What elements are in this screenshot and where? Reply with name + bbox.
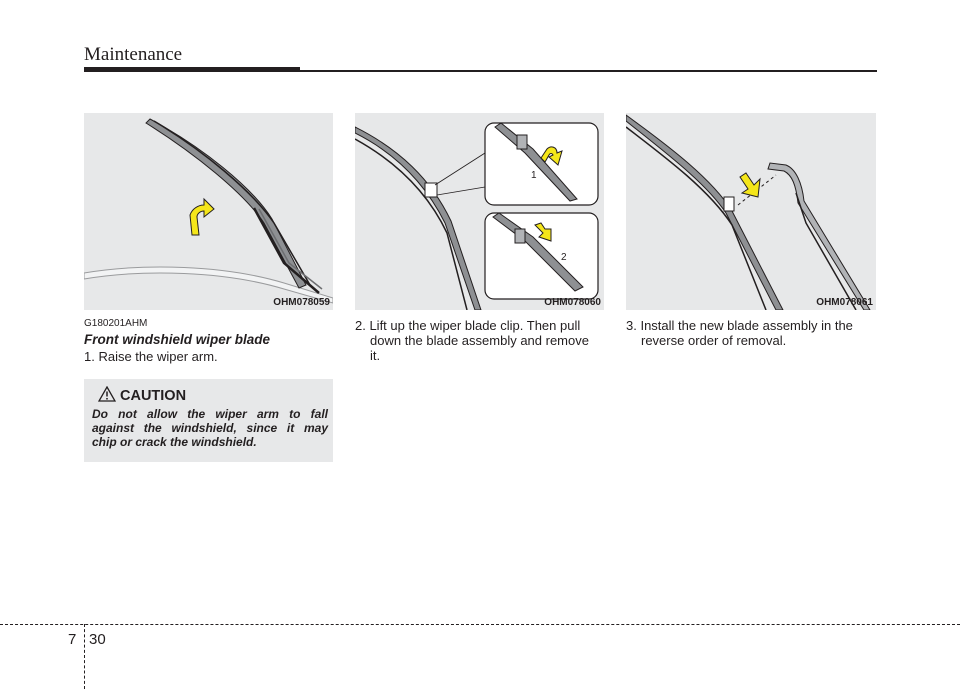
- install-arrow-icon: [739, 172, 761, 198]
- header-bar: [84, 67, 300, 72]
- step-3-line-2: reverse order of removal.: [641, 333, 787, 348]
- step-3-line-1: 3. Install the new blade assembly in the: [626, 318, 853, 333]
- figure-install-blade: OHM078061: [626, 113, 876, 310]
- callout-2: 2: [561, 252, 567, 263]
- caution-line-2: against the windshield, since it may: [92, 421, 328, 435]
- section-code: G180201AHM: [84, 318, 148, 329]
- step-2-line-2: down the blade assembly and remove: [370, 333, 589, 348]
- caution-line-1: Do not allow the wiper arm to fall: [92, 407, 328, 421]
- figure-code: OHM078059: [273, 297, 330, 308]
- blade-install-illustration: [626, 114, 871, 310]
- figure-raise-wiper-arm: OHM078059: [84, 113, 333, 310]
- step-2: 2. Lift up the wiper blade clip. Then pu…: [355, 318, 604, 363]
- wiper-arm-raised-illustration: [84, 118, 333, 304]
- warning-triangle-icon: [98, 386, 116, 402]
- chapter-number: 7: [68, 631, 77, 648]
- raise-arrow-icon: [189, 197, 215, 236]
- step-3: 3. Install the new blade assembly in the…: [626, 318, 876, 348]
- step-2-line-3: it.: [370, 348, 381, 363]
- figure-remove-blade: 1 2 OHM078060: [355, 113, 604, 310]
- caution-text: Do not allow the wiper arm to fall again…: [92, 407, 328, 449]
- step-1-text: 1. Raise the wiper arm.: [84, 349, 218, 364]
- step-1: 1. Raise the wiper arm.: [84, 349, 218, 364]
- header-rule: [300, 70, 877, 72]
- caution-heading: CAUTION: [120, 388, 187, 404]
- footer-divider: [84, 624, 85, 689]
- header-title: Maintenance: [84, 44, 183, 65]
- caution-box: CAUTION Do not allow the wiper arm to fa…: [84, 379, 333, 462]
- blade-clip-illustration: [355, 122, 599, 310]
- figure-code: OHM078060: [544, 297, 601, 308]
- section-title: Front windshield wiper blade: [84, 332, 271, 347]
- pull-arrow-icon: [534, 222, 552, 242]
- step-2-line-1: 2. Lift up the wiper blade clip. Then pu…: [355, 318, 581, 333]
- figure-code: OHM078061: [816, 297, 873, 308]
- callout-1: 1: [531, 170, 537, 181]
- page-number: 30: [89, 631, 106, 648]
- footer-rule: [0, 624, 960, 625]
- caution-line-3: chip or crack the windshield.: [92, 435, 257, 449]
- lift-arrow-icon: [540, 146, 563, 166]
